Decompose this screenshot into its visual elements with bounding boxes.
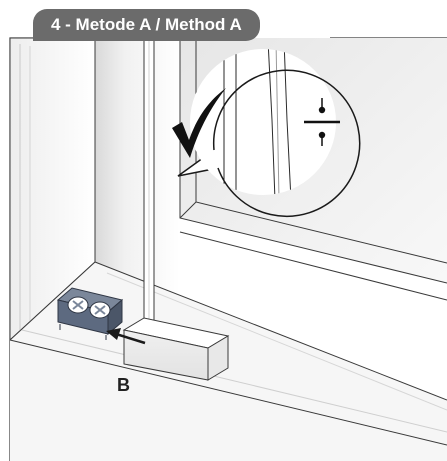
connector-b xyxy=(56,287,124,340)
magnifier-callout xyxy=(172,49,361,217)
pointer-arrow xyxy=(106,328,146,345)
step-title: 4 - Metode A / Method A xyxy=(33,9,260,41)
checkmark-icon xyxy=(172,88,226,158)
connector-screw-left xyxy=(67,296,89,314)
part-label-b: B xyxy=(117,375,130,395)
vertical-cable xyxy=(143,37,155,321)
connector-screw-right xyxy=(89,301,111,319)
parallel-divide-icon xyxy=(304,98,340,146)
